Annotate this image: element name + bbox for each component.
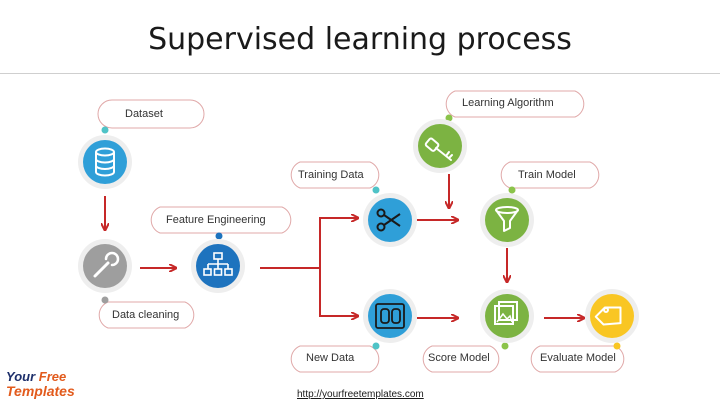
title-divider bbox=[0, 73, 720, 74]
dataset-label: Dataset bbox=[125, 108, 163, 120]
hierarchy-icon bbox=[203, 252, 233, 276]
database-icon bbox=[95, 147, 115, 177]
feature-engineering-label-frame bbox=[150, 206, 292, 234]
dataset-label-frame bbox=[97, 99, 205, 129]
key-icon bbox=[424, 137, 453, 161]
train-model-label-frame bbox=[500, 161, 600, 189]
evaluate-model-label-frame bbox=[530, 345, 625, 373]
connector-dot bbox=[508, 186, 516, 194]
filter-icon bbox=[495, 206, 519, 232]
connector-dot bbox=[372, 342, 380, 350]
connector-dot bbox=[101, 296, 109, 304]
filter-node bbox=[480, 193, 534, 247]
page-title: Supervised learning process bbox=[148, 22, 572, 57]
arrow-features-to-training bbox=[260, 218, 358, 269]
key-node bbox=[413, 119, 467, 173]
learning-algorithm-label-frame bbox=[445, 90, 585, 118]
logo-text-free: Free bbox=[38, 369, 67, 384]
logo-text-your: Your bbox=[6, 369, 39, 384]
wrench-node bbox=[78, 239, 132, 293]
connector-dot bbox=[215, 232, 223, 240]
score-model-node bbox=[480, 289, 534, 343]
data-cleaning-label: Data cleaning bbox=[112, 309, 180, 321]
learning-algorithm-label: Learning Algorithm bbox=[462, 97, 554, 109]
connector-dot bbox=[101, 126, 109, 134]
hierarchy-node bbox=[191, 239, 245, 293]
scissors-node bbox=[363, 193, 417, 247]
data-icon bbox=[375, 303, 405, 329]
train-model-label: Train Model bbox=[518, 169, 576, 181]
connector-dot bbox=[613, 342, 621, 350]
database-node bbox=[78, 135, 132, 189]
connector-dot bbox=[372, 186, 380, 194]
logo-text-templates: Templates bbox=[6, 383, 75, 399]
brand-logo: Your Free Templates bbox=[6, 369, 75, 399]
new-data-label-frame bbox=[290, 345, 380, 373]
training-data-label-frame bbox=[290, 161, 380, 189]
evaluate-model-node bbox=[585, 289, 639, 343]
flow-arrows bbox=[105, 174, 584, 318]
data-cleaning-label-frame bbox=[98, 301, 195, 329]
connector-dot bbox=[501, 342, 509, 350]
connector-dot bbox=[445, 114, 453, 122]
training-data-label: Training Data bbox=[298, 169, 364, 181]
footer-link[interactable]: http://yourfreetemplates.com bbox=[297, 389, 424, 400]
score-icon bbox=[494, 301, 518, 325]
evaluate-model-label: Evaluate Model bbox=[540, 352, 616, 364]
new-data-label: New Data bbox=[306, 352, 355, 364]
wrench-icon bbox=[93, 251, 120, 278]
score-model-label: Score Model bbox=[428, 352, 490, 364]
feature-engineering-label: Feature Engineering bbox=[166, 214, 266, 226]
tag-icon bbox=[594, 306, 622, 326]
arrow-features-to-newdata bbox=[319, 268, 358, 316]
score-model-label-frame bbox=[422, 345, 500, 373]
new-data-node bbox=[363, 289, 417, 343]
scissors-icon bbox=[376, 208, 401, 232]
